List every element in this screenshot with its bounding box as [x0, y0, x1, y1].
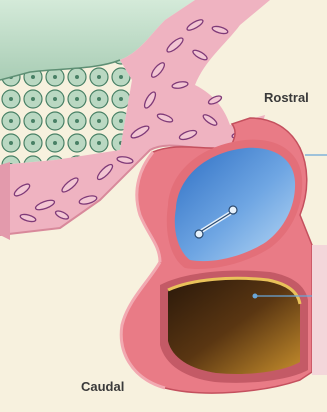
rostral-label: Rostral	[264, 91, 309, 104]
caudal-label: Caudal	[81, 380, 124, 393]
caudal-chamber	[160, 271, 308, 383]
right-edge-stub	[312, 245, 327, 375]
